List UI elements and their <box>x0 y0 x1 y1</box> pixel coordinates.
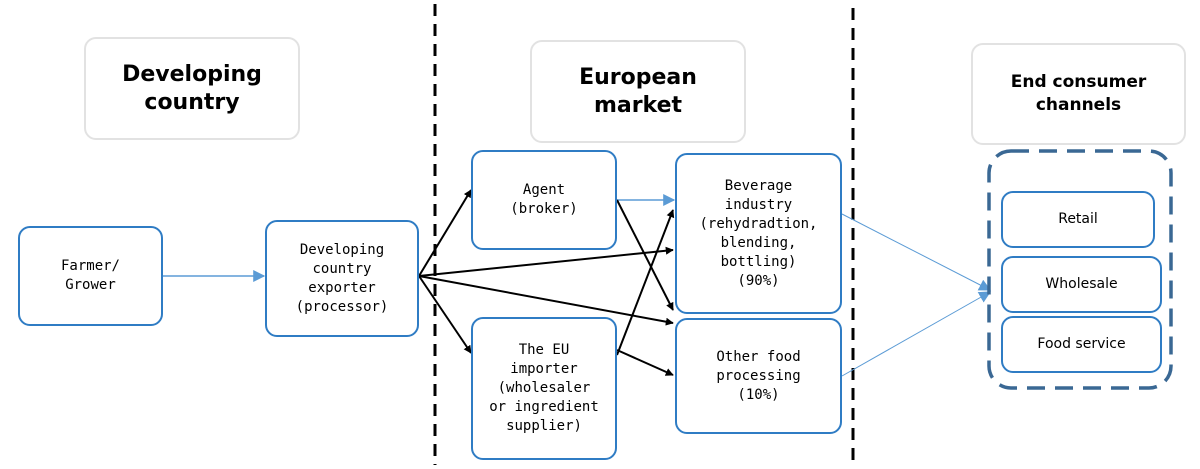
channel-food-service: Food service <box>1001 316 1162 373</box>
arrow-agent-to-otherfood <box>616 199 674 311</box>
header-end-consumer-channels-text: End consumer channels <box>1010 72 1147 115</box>
header-developing-country-text: Developing country <box>122 61 262 115</box>
arrow-exporter-to-agent <box>418 189 472 277</box>
node-beverage-industry-label: Beverage industry (rehydradtion, blendin… <box>699 177 818 289</box>
node-agent-broker-label: Agent (broker) <box>510 182 578 217</box>
node-agent-broker: Agent (broker) <box>471 150 617 250</box>
header-european-market-text: European market <box>579 64 697 118</box>
header-european-market: European market <box>530 40 746 143</box>
channel-wholesale: Wholesale <box>1001 256 1162 313</box>
node-farmer-grower-label: Farmer/ Grower <box>60 258 120 293</box>
arrow-exporter-to-beverage <box>418 246 674 277</box>
node-eu-importer: The EU importer (wholesaler or ingredien… <box>471 317 617 460</box>
node-eu-importer-label: The EU importer (wholesaler or ingredien… <box>489 342 599 434</box>
node-beverage-industry: Beverage industry (rehydradtion, blendin… <box>675 153 842 314</box>
node-other-food-processing: Other food processing (10%) <box>675 318 842 434</box>
channel-wholesale-label: Wholesale <box>1045 276 1118 292</box>
channels-group-outline <box>987 149 1173 390</box>
node-developing-country-exporter: Developing country exporter (processor) <box>265 220 419 337</box>
arrow-importer-to-otherfood <box>616 349 674 376</box>
arrow-beverage-to-channels <box>841 213 992 291</box>
arrow-otherfood-to-channels <box>841 291 992 377</box>
channel-food-service-label: Food service <box>1037 336 1126 352</box>
channel-retail-label: Retail <box>1058 211 1098 227</box>
node-other-food-processing-label: Other food processing (10%) <box>716 348 801 403</box>
channel-retail: Retail <box>1001 191 1155 248</box>
node-developing-country-exporter-label: Developing country exporter (processor) <box>295 241 389 315</box>
arrow-exporter-to-importer <box>418 275 472 354</box>
node-farmer-grower: Farmer/ Grower <box>18 226 163 326</box>
header-developing-country: Developing country <box>84 37 300 140</box>
arrow-exporter-to-otherfood <box>418 275 674 326</box>
arrow-importer-to-beverage <box>616 209 675 356</box>
header-end-consumer-channels: End consumer channels <box>971 43 1186 145</box>
